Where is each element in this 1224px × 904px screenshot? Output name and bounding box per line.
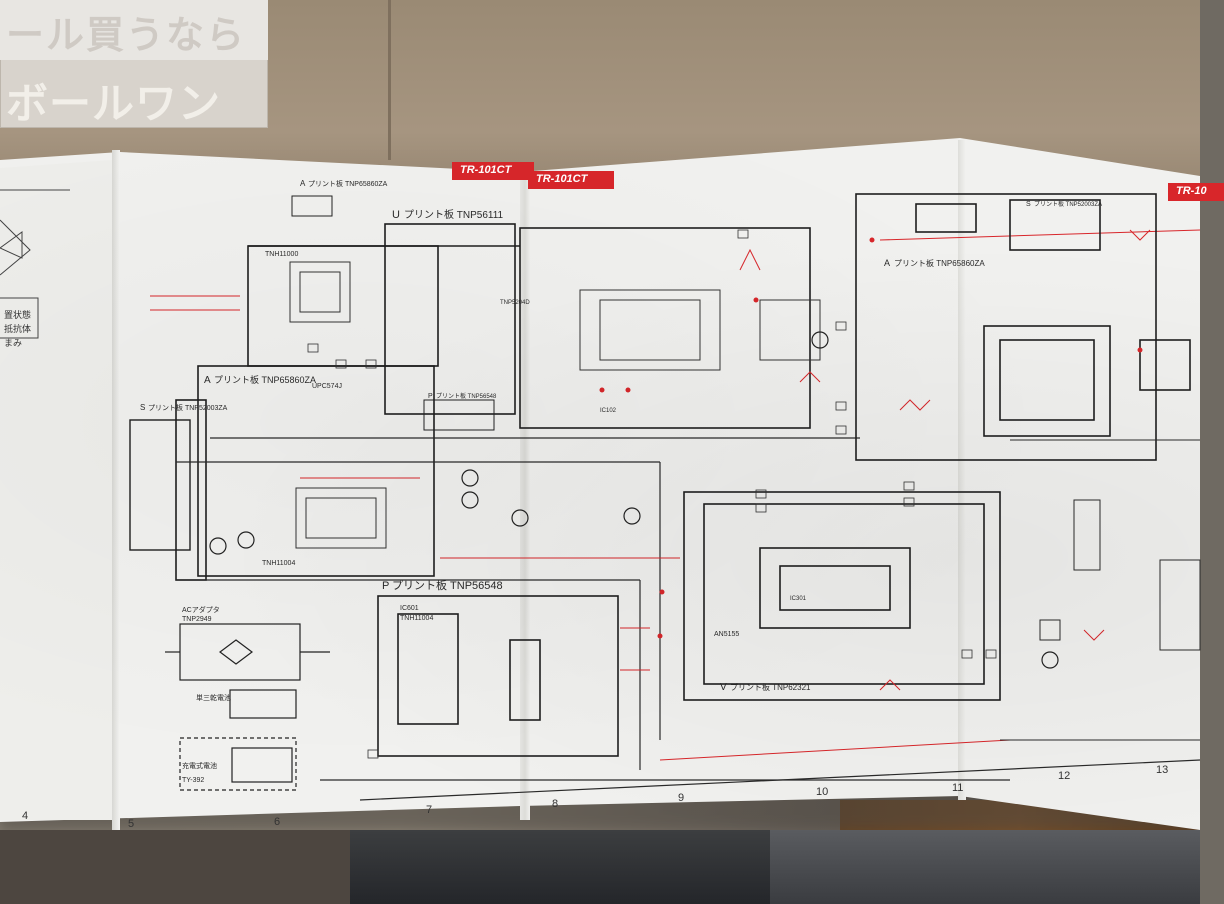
board-a-left-label: プリント板 TNP65860ZA: [214, 374, 316, 385]
board-p-small-letter: P: [428, 393, 433, 400]
column-number-11: 11: [952, 782, 964, 794]
model-tag-2: TR-101CT: [528, 171, 614, 189]
jeans-right: [770, 830, 1200, 904]
trunk-lines: [176, 437, 1201, 801]
left-folded-page: [0, 160, 112, 820]
model-tag-1: TR-101CT: [452, 162, 534, 180]
board-p-letter: P: [382, 580, 389, 592]
label-tnh3: TNH11004: [400, 615, 433, 622]
column-number-6: 6: [274, 816, 281, 828]
floor-bottom-left: [0, 830, 350, 904]
left-note-2: 抵抗体: [4, 324, 32, 334]
label-tnh2: TNH11004: [262, 560, 295, 567]
red-signal-lines: [150, 229, 1201, 761]
column-number-4: 4: [22, 810, 29, 822]
label-tnp-code: TNP5204D: [500, 300, 530, 306]
board-s-right-label: プリント板 TNP52003ZA: [1034, 200, 1102, 208]
board-u: [247, 223, 811, 429]
label-battery2: 充電式電池: [182, 761, 217, 770]
board-a-top-label: プリント板 TNP65860ZA: [308, 179, 388, 188]
label-tnh1: TNH11000: [265, 251, 298, 258]
column-number-13: 13: [1156, 764, 1169, 776]
label-upc: UPC574J: [312, 383, 342, 390]
board-s-label: プリント板 TNP52003ZA: [148, 403, 228, 412]
banner-text-line1: ール買うなら: [6, 13, 247, 57]
column-number-5: 5: [128, 818, 135, 830]
red-waveforms: [739, 229, 1151, 691]
u-board-ics: [289, 261, 821, 371]
label-ic102: IC102: [600, 408, 617, 414]
label-tnp2949: TNP2949: [182, 616, 212, 623]
board-u-letter: U: [392, 209, 400, 221]
left-note-3: まみ: [4, 338, 23, 348]
banner-text-line2: ボールワン: [6, 79, 222, 128]
cardboard-banner: ール買うなら ボールワン: [0, 0, 268, 128]
column-number-7: 7: [426, 804, 433, 816]
board-u-label: プリント板 TNP56111: [404, 208, 504, 221]
ac-adapter: [165, 623, 330, 681]
board-v-label: プリント板 TNP62321: [730, 682, 811, 692]
fold-line-2: [520, 170, 530, 820]
label-an5155: AN5155: [714, 631, 739, 638]
fold-line-3: [958, 140, 966, 800]
board-a-right-letter: A: [884, 258, 890, 268]
battery-boxes: [179, 689, 297, 791]
column-number-strip: 4 5 6 7 8 9 10 11 12 13: [0, 764, 1200, 834]
column-number-10: 10: [816, 786, 829, 798]
label-ic601: IC601: [400, 605, 419, 612]
label-ac-adapter: ACアダプタ: [182, 605, 220, 614]
board-v-letter: V: [720, 682, 727, 693]
a-left-ics: [295, 487, 387, 549]
board-p: [377, 595, 619, 757]
connector-markers: [307, 229, 997, 759]
jeans-left: [350, 830, 770, 904]
left-page-lines: [0, 189, 70, 339]
column-number-9: 9: [678, 792, 685, 804]
schematic-sheet: [0, 138, 1200, 830]
banner-top-band: [0, 0, 268, 60]
board-p-label: プリント板 TNP56548: [392, 578, 503, 592]
transistors: [209, 331, 1059, 669]
board-s-letter: S: [140, 403, 145, 412]
box-seam: [388, 0, 391, 160]
column-number-12: 12: [1058, 770, 1071, 782]
board-a-right: [855, 193, 1191, 461]
label-ty392: TY-392: [182, 777, 204, 784]
board-v: [683, 491, 1001, 701]
board-a-top-letter: A: [300, 179, 306, 188]
label-ic301: IC301: [790, 596, 807, 602]
board-a-right-label: プリント板 TNP65860ZA: [894, 258, 985, 268]
fold-line-1: [112, 150, 120, 830]
right-side-circuits: [1000, 439, 1201, 741]
board-p-small-label: プリント板 TNP56548: [436, 392, 497, 400]
column-number-8: 8: [552, 798, 559, 810]
red-junctions: [599, 237, 1143, 639]
left-note-1: 置状態: [4, 310, 32, 320]
board-s-right-letter: S: [1026, 201, 1031, 208]
board-a-left-letter: A: [204, 375, 211, 386]
model-tag-3: TR-10: [1168, 183, 1224, 201]
label-battery1: 単三乾電池: [196, 693, 231, 702]
